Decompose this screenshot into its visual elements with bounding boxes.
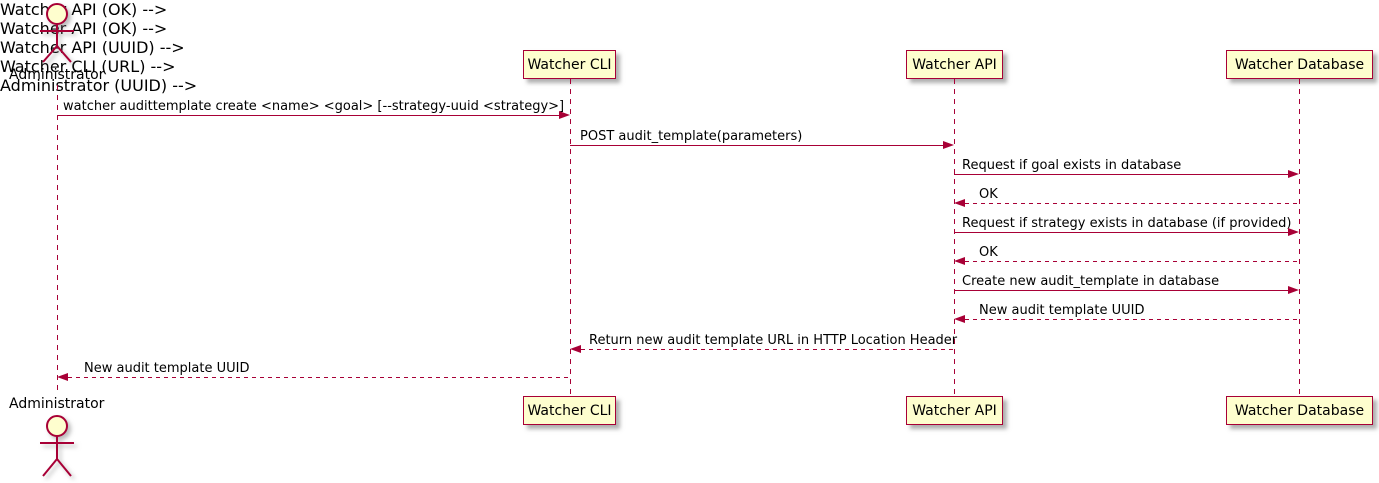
participant-box-watcher-database-bottom: Watcher Database [1226, 396, 1373, 425]
actor-icon [22, 2, 92, 64]
message-text: OK [979, 187, 998, 202]
arrowhead-right-icon [1288, 170, 1299, 178]
arrowhead-right-icon [1288, 286, 1299, 294]
message-line [965, 319, 1299, 321]
message-text: New audit template UUID [84, 361, 250, 376]
arrowhead-right-icon [943, 141, 954, 149]
arrowhead-left-icon [954, 257, 965, 265]
message-text: Create new audit_template in database [962, 274, 1220, 289]
actor-label-administrator-top: Administrator [9, 67, 105, 83]
arrowhead-left-icon [954, 315, 965, 323]
lifeline-watcher-cli [570, 79, 571, 396]
participant-box-watcher-database-top: Watcher Database [1226, 50, 1373, 79]
message-text: Request if strategy exists in database (… [962, 216, 1292, 231]
actor-icon [22, 413, 92, 479]
actor-label-administrator-bottom: Administrator [9, 396, 105, 412]
participant-box-watcher-cli-top: Watcher CLI [523, 50, 616, 79]
message-line [570, 145, 944, 147]
participant-box-watcher-cli-bottom: Watcher CLI [523, 396, 616, 425]
participant-box-watcher-api-top: Watcher API [906, 50, 1003, 79]
message-text: Request if goal exists in database [962, 158, 1182, 173]
lifeline-watcher-database [1299, 79, 1300, 396]
message-line [965, 203, 1299, 205]
arrowhead-left-icon [57, 373, 68, 381]
message-text: OK [979, 245, 998, 260]
lifeline-watcher-api [954, 79, 955, 396]
message-line [954, 290, 1289, 292]
message-text: POST audit_template(parameters) [580, 129, 803, 144]
message-line [954, 232, 1289, 234]
arrowhead-right-icon [559, 111, 570, 119]
message-line [954, 174, 1289, 176]
message-line [965, 261, 1299, 263]
arrowhead-left-icon [570, 345, 581, 353]
message-text: New audit template UUID [979, 303, 1145, 318]
message-text: watcher audittemplate create <name> <goa… [63, 99, 565, 114]
lifeline-administrator [57, 85, 58, 395]
message-line [68, 377, 570, 379]
message-line [57, 115, 560, 117]
message-text: Return new audit template URL in HTTP Lo… [589, 333, 958, 348]
arrowhead-right-icon [1288, 228, 1299, 236]
arrowhead-left-icon [954, 199, 965, 207]
participant-box-watcher-api-bottom: Watcher API [906, 396, 1003, 425]
message-line [581, 349, 954, 351]
